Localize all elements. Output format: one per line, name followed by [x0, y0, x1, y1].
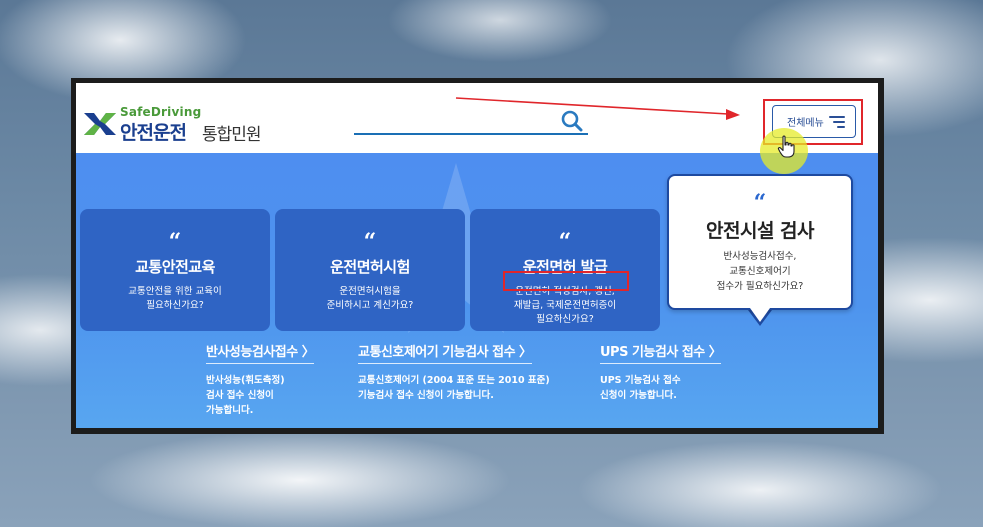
search-input[interactable] [354, 133, 588, 135]
full-menu-label: 전체메뉴 [787, 118, 824, 129]
safedriving-logo-icon[interactable] [82, 109, 118, 139]
logo-english: SafeDriving [120, 105, 202, 119]
bubble-description: 반사성능검사접수, 교통신호제어기 접수가 필요하신가요? [716, 251, 804, 292]
card-description: 운전면허 적성검사, 갱신, 재발급, 국제운전면허증이 필요하신가요? [513, 286, 617, 325]
logo-subtitle: 통합민원 [202, 125, 262, 145]
main-banner: “ 교통안전교육 교통안전을 위한 교육이 필요하신가요? “ 운전면허시험 운… [76, 153, 878, 428]
card-license-issuance[interactable]: “ 운전면허 발급 운전면허 적성검사, 갱신, 재발급, 국제운전면허증이 필… [470, 209, 660, 331]
menu-highlight-box [763, 99, 863, 145]
link-description: 반사성능(휘도측정) 검사 접수 신청이 가능합니다. [206, 375, 285, 416]
link-title[interactable]: 반사성능검사접수 〉 [206, 341, 315, 364]
screenshot-frame: SafeDriving 안전운전 통합민원 전체메뉴 [71, 78, 884, 434]
card-license-exam[interactable]: “ 운전면허시험 운전면허시험을 준비하시고 계신가요? [275, 209, 465, 331]
card-title: 교통안전교육 [135, 258, 215, 276]
license-text-highlight-box [503, 271, 629, 291]
card-title: 운전면허시험 [330, 258, 410, 276]
card-traffic-safety-education[interactable]: “ 교통안전교육 교통안전을 위한 교육이 필요하신가요? [80, 209, 270, 331]
logo-korean[interactable]: 안전운전 [120, 122, 187, 144]
card-description: 교통안전을 위한 교육이 필요하신가요? [128, 286, 222, 311]
card-description: 운전면허시험을 준비하시고 계신가요? [326, 286, 414, 311]
link-description: UPS 기능검사 접수 신청이 가능합니다. [600, 375, 681, 401]
search-icon[interactable] [560, 109, 584, 133]
link-title[interactable]: UPS 기능검사 접수 〉 [600, 341, 722, 364]
website: SafeDriving 안전운전 통합민원 전체메뉴 [76, 83, 878, 428]
bubble-tail [750, 308, 770, 322]
hand-pointer-icon [777, 135, 795, 158]
site-header: SafeDriving 안전운전 통합민원 전체메뉴 [76, 83, 878, 153]
link-reflective-performance[interactable]: 반사성능검사접수 〉 반사성능(휘도측정) 검사 접수 신청이 가능합니다. [206, 341, 315, 418]
bubble-title: 안전시설 검사 [706, 220, 815, 242]
card-safety-facility-inspection[interactable]: “ 안전시설 검사 반사성능검사접수, 교통신호제어기 접수가 필요하신가요? [667, 174, 853, 310]
hamburger-icon [829, 116, 845, 128]
quote-icon: “ [168, 229, 182, 255]
link-title[interactable]: 교통신호제어기 기능검사 접수 〉 [358, 341, 532, 364]
quote-icon: “ [363, 229, 377, 255]
link-ups-inspection[interactable]: UPS 기능검사 접수 〉 UPS 기능검사 접수 신청이 가능합니다. [600, 341, 722, 403]
quote-icon: “ [558, 229, 572, 255]
link-description: 교통신호제어기 (2004 표준 또는 2010 표준) 기능검사 접수 신청이… [358, 375, 550, 401]
link-signal-controller[interactable]: 교통신호제어기 기능검사 접수 〉 교통신호제어기 (2004 표준 또는 20… [358, 341, 550, 403]
quote-icon: “ [753, 190, 767, 216]
